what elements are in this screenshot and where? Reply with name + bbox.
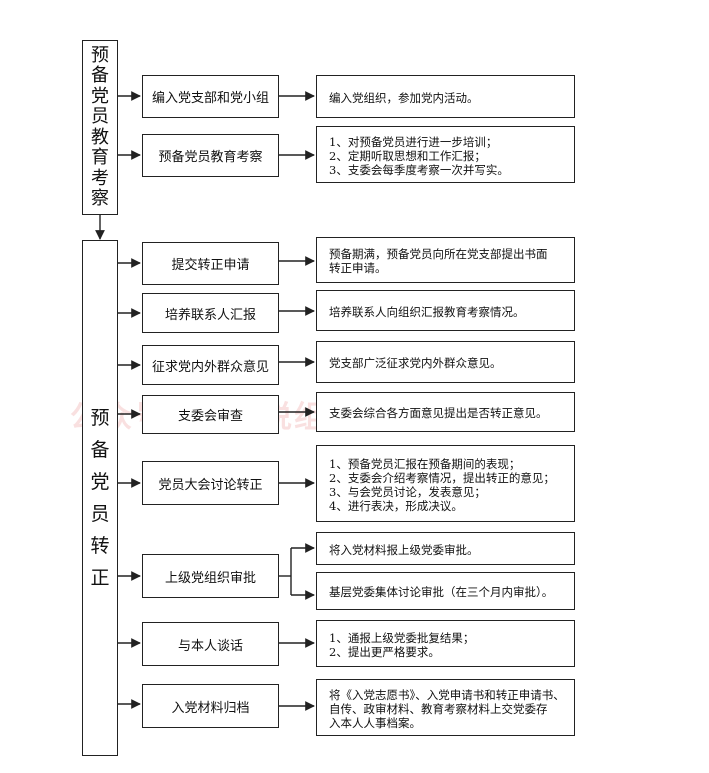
detail-box: 预备期满，预备党员向所在党支部提出书面 转正申请。 (316, 237, 575, 283)
phase1-title-char: 考 (91, 167, 109, 189)
detail-line: 编入党组织，参加党内活动。 (329, 90, 479, 105)
phase2-title-char: 转 (90, 535, 110, 557)
stage-label: 上级党组织审批 (164, 570, 256, 586)
stage-label: 入党材料归档 (171, 700, 250, 716)
detail-box: 1、通报上级党委批复结果； 2、提出更严格要求。 (316, 620, 575, 667)
stage-label: 支委会审查 (177, 409, 243, 424)
detail-line: 基层党委集体讨论审批（在三个月内审批）。 (329, 585, 554, 599)
stage-box: 与本人谈话 (142, 622, 279, 666)
stage-box: 预备党员教育考察 (142, 134, 279, 177)
stage-label: 提交转正申请 (171, 258, 250, 273)
detail-line: 1、对预备党员进行进一步培训； (329, 134, 498, 149)
stage-label: 党员大会讨论转正 (158, 477, 263, 493)
detail-line: 4、进行表决，形成决议。 (329, 498, 463, 513)
stage-box: 入党材料归档 (142, 684, 279, 728)
stage-box: 提交转正申请 (142, 242, 279, 285)
detail-line: 将《入党志愿书》、入党申请书和转正申请书、 (329, 687, 565, 702)
phase2-title-char: 党 (90, 471, 110, 493)
phase2-title-char: 正 (90, 567, 110, 589)
detail-box: 将《入党志愿书》、入党申请书和转正申请书、 自传、政审材料、教育考察材料上交党委… (316, 679, 575, 736)
phase1-title-box: 预 备 党 员 教 育 考 察 (82, 40, 118, 215)
detail-line: 入本人人事档案。 (329, 715, 421, 730)
phase1-title-char: 员 (91, 106, 109, 127)
detail-line: 1、通报上级党委批复结果； (329, 630, 475, 645)
stage-box: 支委会审查 (142, 395, 279, 434)
detail-line: 党支部广泛征求党内外群众意见。 (329, 356, 502, 370)
detail-line: 支委会综合各方面意见提出是否转正意见。 (329, 406, 548, 420)
phase2-title-char: 员 (90, 503, 110, 525)
phase1-title-char: 备 (91, 65, 109, 86)
detail-box: 1、对预备党员进行进一步培训； 2、定期听取思想和工作汇报； 3、支委会每季度考… (316, 126, 575, 183)
detail-line: 3、支委会每季度考察一次并写实。 (329, 162, 509, 177)
phase1-title-char: 教 (91, 126, 109, 148)
detail-box: 支委会综合各方面意见提出是否转正意见。 (316, 392, 575, 432)
detail-line: 培养联系人向组织汇报教育考察情况。 (329, 304, 525, 319)
stage-box: 上级党组织审批 (142, 554, 279, 598)
stage-label: 编入党支部和党小组 (151, 91, 269, 106)
stage-box: 编入党支部和党小组 (142, 75, 279, 118)
detail-line: 自传、政审材料、教育考察材料上交党委存 (329, 701, 548, 716)
detail-box: 党支部广泛征求党内外群众意见。 (316, 341, 575, 383)
detail-box: 1、预备党员汇报在预备期间的表现； 2、支委会介绍考察情况，提出转正的意见； 3… (316, 445, 575, 522)
stage-label: 与本人谈话 (177, 638, 243, 654)
phase1-title-char: 党 (91, 85, 109, 107)
detail-line: 2、提出更严格要求。 (329, 644, 440, 659)
stage-box: 党员大会讨论转正 (142, 461, 279, 505)
detail-line: 2、定期听取思想和工作汇报； (329, 148, 486, 163)
detail-line: 2、支委会介绍考察情况，提出转正的意见； (329, 470, 555, 485)
detail-line: 1、预备党员汇报在预备期间的表现； (329, 456, 521, 471)
stage-box: 征求党内外群众意见 (142, 345, 279, 385)
detail-box: 编入党组织，参加党内活动。 (316, 75, 575, 118)
phase1-title-char: 预 (91, 44, 109, 66)
stage-label: 征求党内外群众意见 (151, 359, 269, 375)
detail-line: 转正申请。 (329, 261, 387, 275)
detail-box: 基层党委集体讨论审批（在三个月内审批）。 (316, 572, 575, 610)
detail-line: 将入党材料报上级党委审批。 (329, 542, 479, 557)
stage-box: 培养联系人汇报 (142, 293, 279, 333)
stage-label: 培养联系人汇报 (164, 307, 256, 323)
phase1-title-char: 育 (91, 147, 109, 168)
detail-line: 预备期满，预备党员向所在党支部提出书面 (329, 247, 548, 261)
detail-line: 3、与会党员讨论，发表意见； (329, 484, 486, 499)
detail-box: 将入党材料报上级党委审批。 (316, 532, 575, 565)
stage-label: 预备党员教育考察 (158, 150, 263, 165)
detail-box: 培养联系人向组织汇报教育考察情况。 (316, 290, 575, 331)
phase2-title-box: 预 备 党 员 转 正 (82, 240, 118, 756)
phase2-title-char: 备 (90, 439, 110, 461)
phase2-title-char: 预 (90, 407, 110, 429)
phase1-title-char: 察 (91, 188, 109, 209)
